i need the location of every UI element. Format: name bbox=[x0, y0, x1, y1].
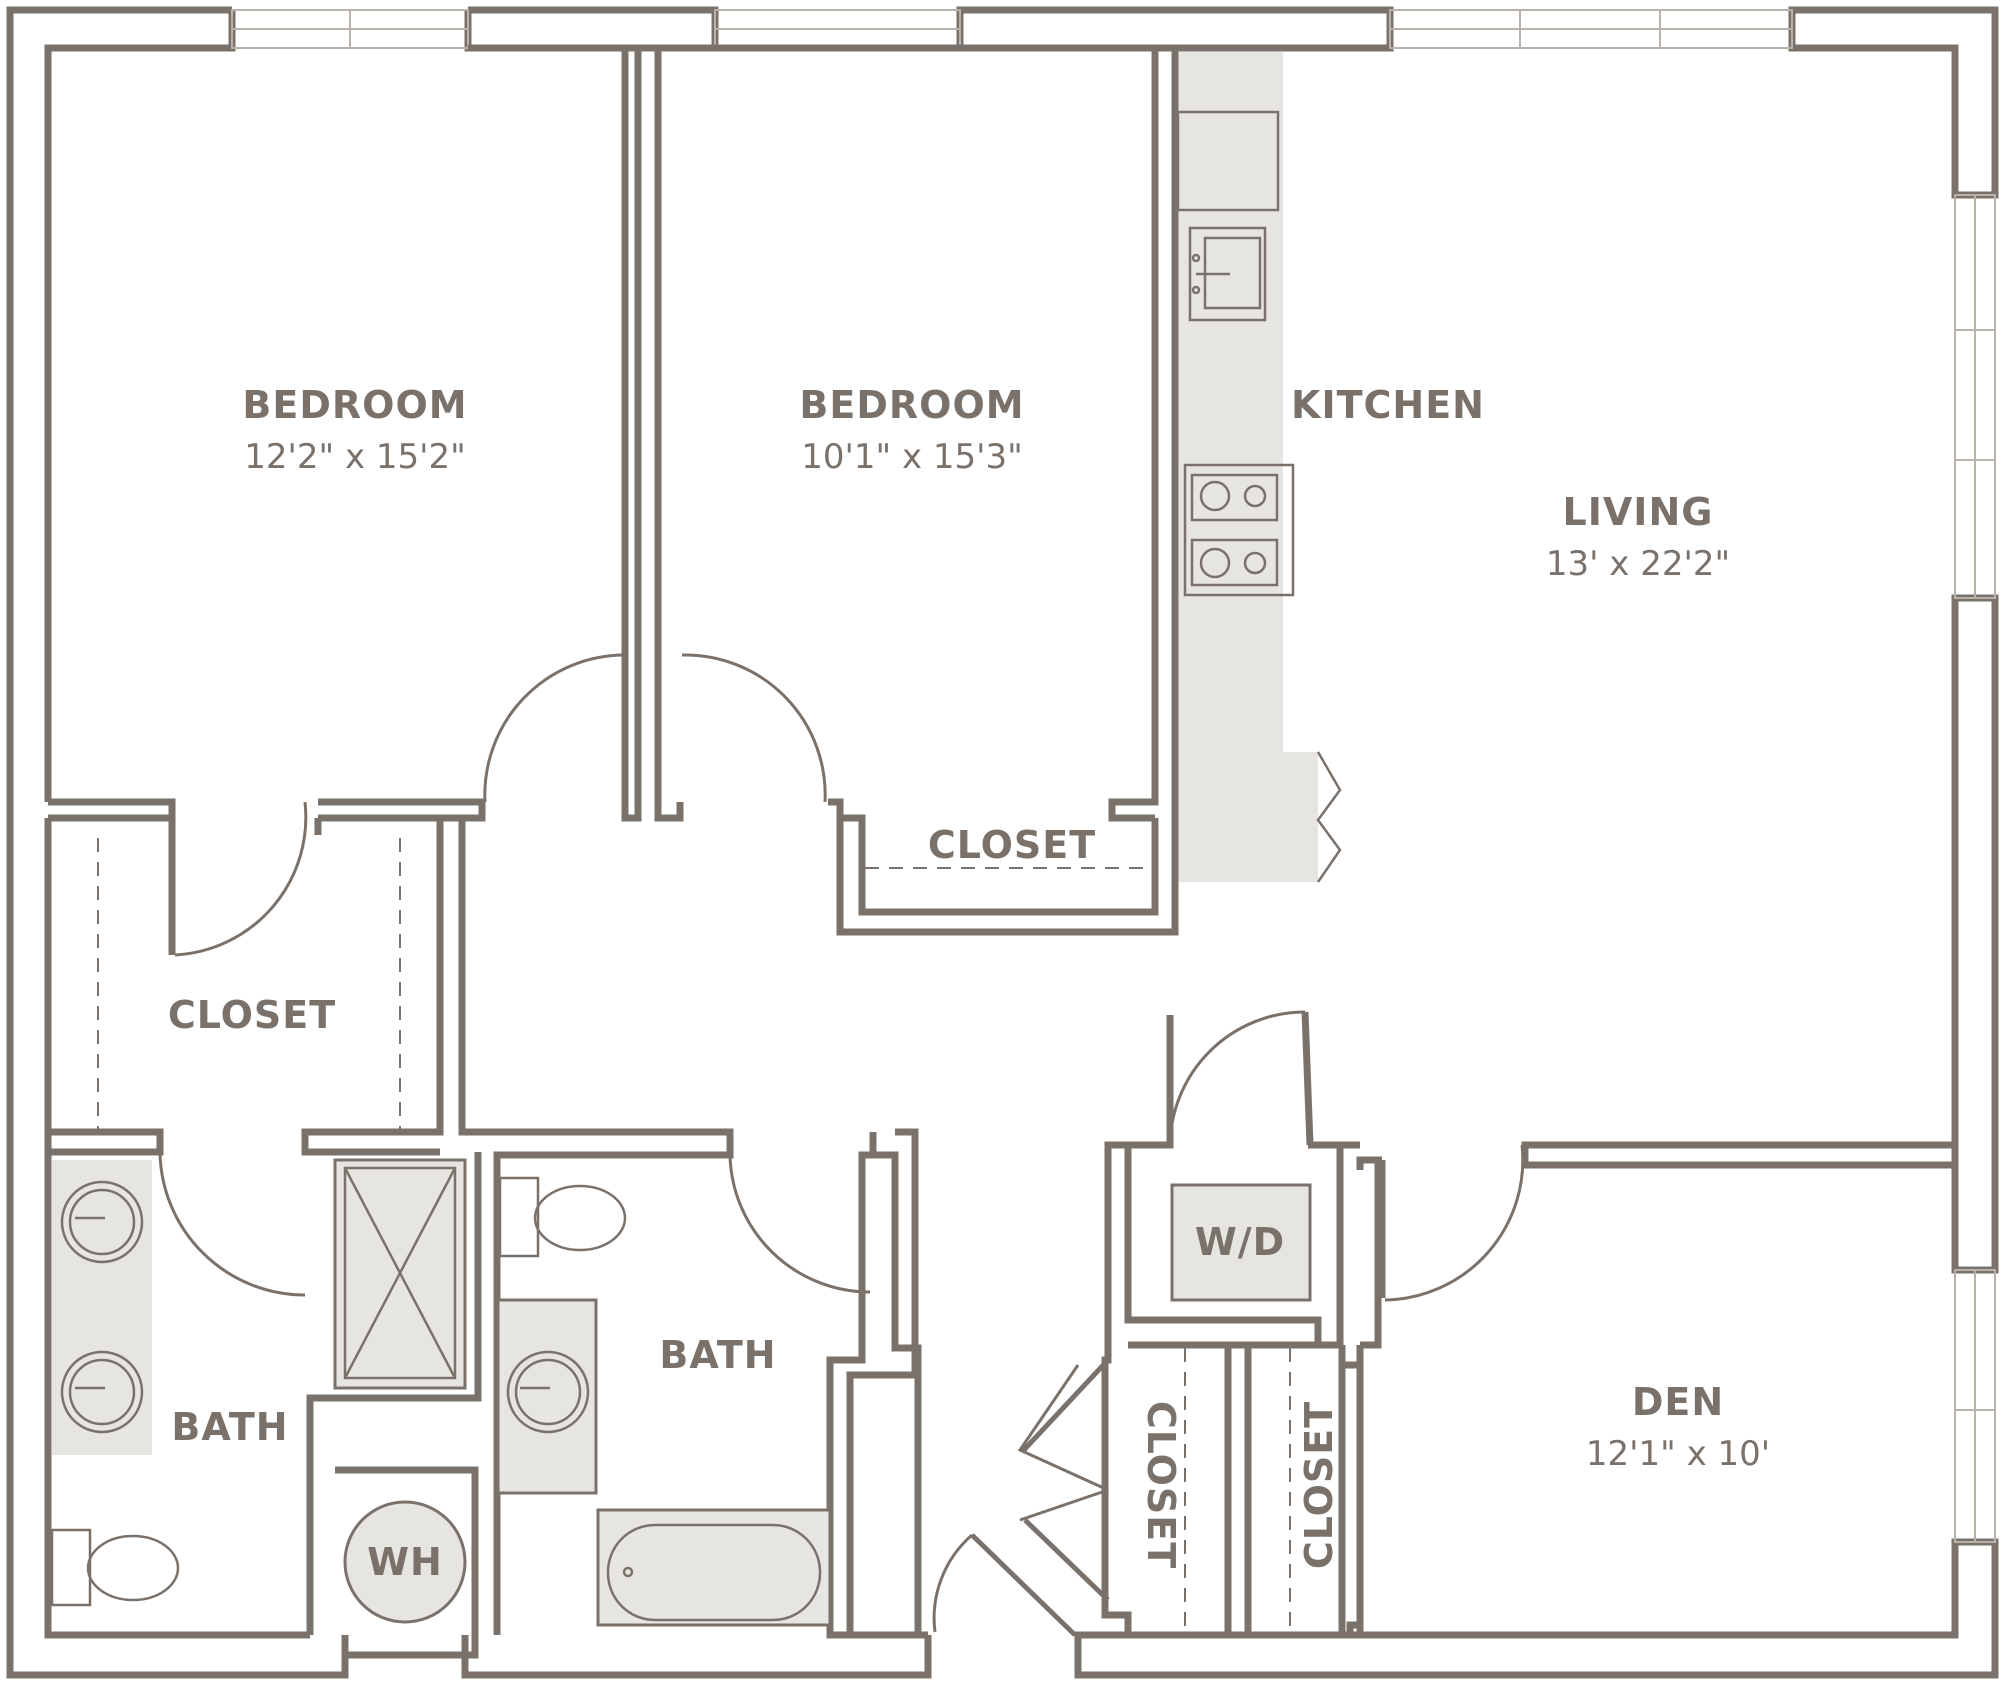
kitchen-counter bbox=[1178, 52, 1318, 882]
interior-walls bbox=[44, 44, 1959, 1659]
den-size: 12'1" x 10' bbox=[1586, 1434, 1770, 1474]
bedroom2-label: BEDROOM bbox=[799, 383, 1024, 427]
closet-hall-label: CLOSET bbox=[1139, 1401, 1183, 1569]
living-size: 13' x 22'2" bbox=[1546, 544, 1730, 584]
closet-bedroom2-label: CLOSET bbox=[928, 823, 1096, 867]
living-label: LIVING bbox=[1563, 490, 1714, 534]
bath1-label: BATH bbox=[171, 1405, 288, 1449]
bath2-label: BATH bbox=[659, 1333, 776, 1377]
closet-den-label: CLOSET bbox=[1297, 1401, 1341, 1569]
washer-dryer bbox=[1170, 1183, 1312, 1302]
bedroom1-size: 12'2" x 15'2" bbox=[244, 437, 466, 477]
laundry-label: W/D bbox=[1195, 1220, 1285, 1264]
bath1-fixtures bbox=[50, 1158, 467, 1624]
closet-walkin-label: CLOSET bbox=[168, 993, 336, 1037]
door-swings bbox=[158, 653, 1525, 1637]
kitchen-label: KITCHEN bbox=[1291, 383, 1485, 427]
den-label: DEN bbox=[1632, 1380, 1724, 1424]
bedroom2-size: 10'1" x 15'3" bbox=[801, 437, 1023, 477]
kitchen-fixtures bbox=[1176, 110, 1342, 883]
closet-rods bbox=[97, 838, 1291, 1632]
water-heater-label: WH bbox=[367, 1540, 443, 1584]
bedroom1-label: BEDROOM bbox=[242, 383, 467, 427]
bath2-fixtures bbox=[496, 1176, 832, 1627]
